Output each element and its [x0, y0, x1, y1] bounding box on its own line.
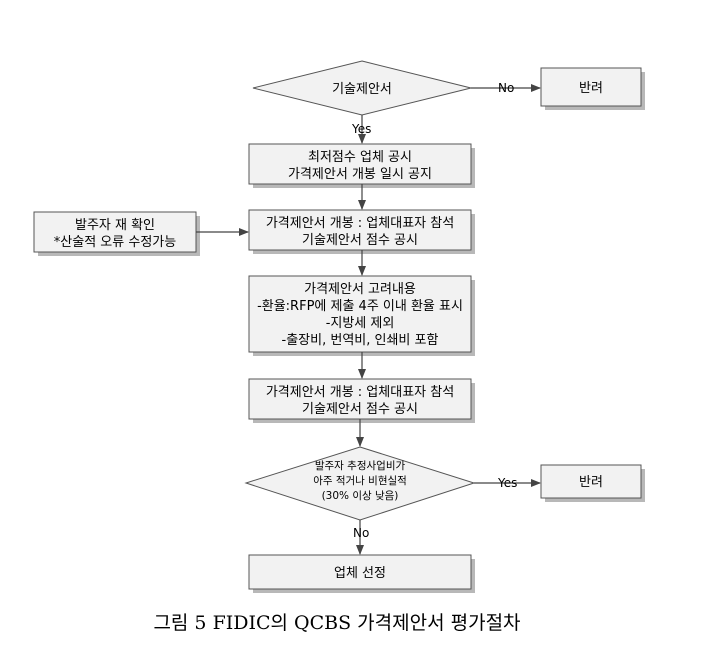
client-check-line2: *산술적 오류 수정가능 — [54, 235, 176, 250]
considerations-line2: -환율:RFP에 제출 4주 이내 환율 표시 — [257, 299, 463, 314]
reject-top-label: 반려 — [579, 81, 603, 96]
considerations-line4: -출장비, 번역비, 인쇄비 포함 — [282, 333, 439, 348]
open-price-1-line2: 기술제안서 점수 공시 — [302, 233, 418, 248]
select-vendor-label: 업체 선정 — [334, 566, 386, 581]
tech-proposal-label: 기술제안서 — [332, 82, 392, 97]
edge-label-no-bottom: No — [353, 526, 369, 540]
considerations-line1: 가격제안서 고려내용 — [304, 282, 416, 297]
considerations-line3: -지방세 제외 — [326, 316, 395, 331]
lowest-score-line2: 가격제안서 개봉 일시 공지 — [288, 167, 432, 182]
considerations-box: 가격제안서 고려내용 -환율:RFP에 제출 4주 이내 환율 표시 -지방세 … — [248, 275, 475, 356]
tech-proposal-decision: 기술제안서 — [252, 60, 472, 116]
client-check-box: 발주자 재 확인 *산술적 오류 수정가능 — [33, 211, 200, 256]
open-price-1-line1: 가격제안서 개봉 : 업체대표자 참석 — [266, 216, 454, 231]
lowest-score-box: 최저점수 업체 공시 가격제안서 개봉 일시 공지 — [248, 143, 475, 188]
figure-caption: 그림 5 FIDIC의 QCBS 가격제안서 평가절차 — [153, 612, 520, 634]
open-price-2-line2: 기술제안서 점수 공시 — [302, 402, 418, 417]
open-price-box-1: 가격제안서 개봉 : 업체대표자 참석 기술제안서 점수 공시 — [248, 209, 475, 254]
open-price-2-line1: 가격제안서 개봉 : 업체대표자 참석 — [266, 385, 454, 400]
cost-check-line1: 발주자 추정사업비가 — [315, 459, 406, 472]
cost-check-decision: 발주자 추정사업비가 아주 적거나 비현실적 (30% 이상 낮음) — [244, 446, 476, 521]
lowest-score-line1: 최저점수 업체 공시 — [308, 150, 412, 165]
reject-bottom-label: 반려 — [579, 475, 603, 490]
edge-label-no-top: No — [498, 81, 514, 95]
edge-label-yes-top: Yes — [351, 122, 371, 136]
reject-bottom-box: 반려 — [540, 464, 645, 502]
edge-label-yes-bottom: Yes — [497, 476, 517, 490]
reject-top-box: 반려 — [540, 67, 645, 110]
open-price-box-2: 가격제안서 개봉 : 업체대표자 참석 기술제안서 점수 공시 — [248, 378, 475, 423]
cost-check-line3: (30% 이상 낮음) — [322, 490, 399, 502]
cost-check-line2: 아주 적거나 비현실적 — [313, 475, 407, 487]
client-check-line1: 발주자 재 확인 — [75, 218, 155, 233]
select-vendor-box: 업체 선정 — [248, 554, 475, 593]
